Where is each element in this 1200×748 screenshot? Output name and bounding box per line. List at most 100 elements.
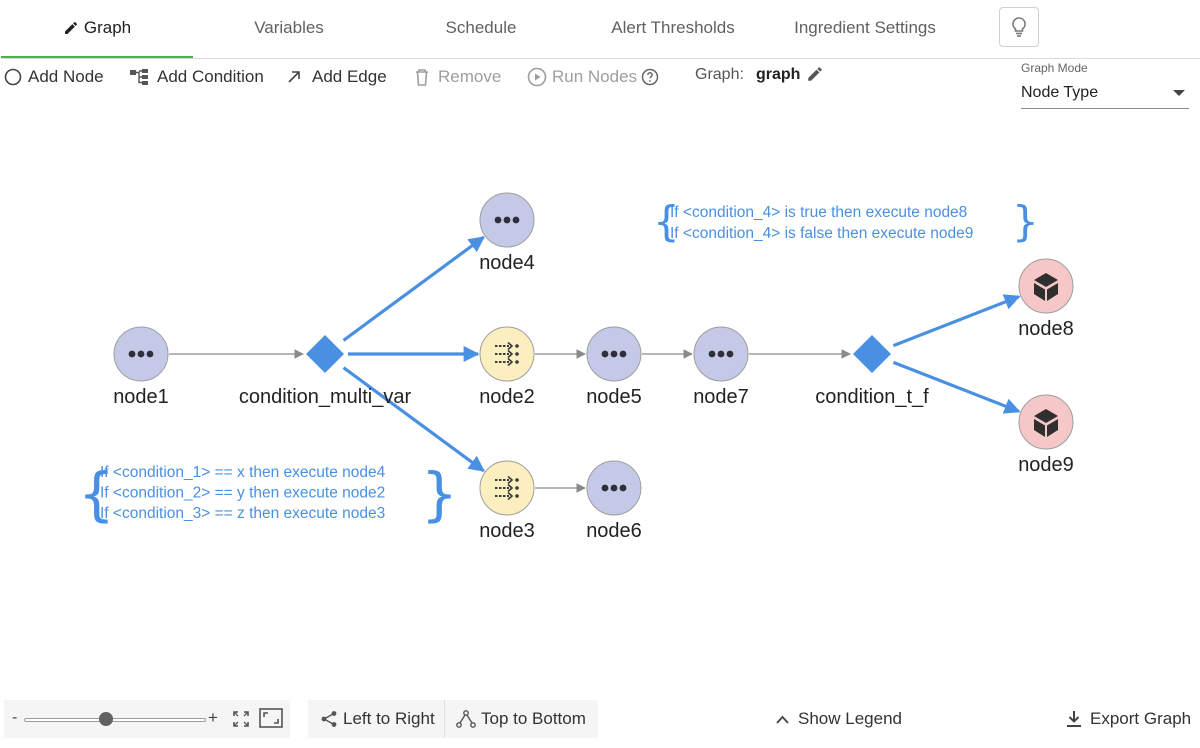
zoom-slider-thumb[interactable] [98, 712, 113, 726]
chevron-up-icon [776, 715, 789, 724]
pencil-icon [64, 21, 77, 34]
tab-graph[interactable]: Graph [1, 0, 193, 58]
graph-edge[interactable] [892, 360, 1021, 414]
graph-node-node5[interactable]: node5 [586, 326, 642, 408]
graph-canvas[interactable]: node1 condition_multi_var node4 node2 node3 n… [0, 0, 1200, 700]
graph-edge[interactable] [342, 235, 485, 342]
left-to-right-label: Left to Right [343, 709, 435, 728]
graph-node-condition_multi_var[interactable]: condition_multi_var [239, 335, 412, 408]
condition-diamond [853, 335, 891, 373]
more-horizontal-icon [601, 350, 627, 358]
add-edge-button[interactable]: Add Edge [286, 64, 387, 90]
remove-label: Remove [438, 67, 502, 86]
annotation-line: If <condition_4> is false then execute n… [670, 225, 973, 242]
tab-schedule[interactable]: Schedule [385, 0, 577, 56]
annotation-brace-left: { [78, 460, 115, 528]
graph-node-node7[interactable]: node7 [693, 326, 749, 408]
graph-name-label: Graph: [695, 66, 744, 83]
node-label: node9 [1018, 454, 1074, 476]
frame-view-icon[interactable] [259, 708, 283, 728]
annotation-line: If <condition_3> == z then execute node3 [100, 505, 385, 522]
more-horizontal-icon [128, 350, 154, 358]
top-to-bottom-label: Top to Bottom [481, 709, 586, 728]
layout-direction-group: Left to Right Top to Bottom [308, 700, 598, 738]
graph-name: graph [756, 66, 801, 83]
show-legend-button[interactable]: Show Legend [776, 700, 902, 738]
tab-label: Alert Thresholds [611, 18, 735, 37]
tab-bar: Graph Variables Schedule Alert Threshold… [0, 0, 1200, 59]
top-to-bottom-button[interactable]: Top to Bottom [456, 700, 586, 738]
node-label: node7 [693, 386, 749, 408]
tab-alert-thresholds[interactable]: Alert Thresholds [577, 0, 769, 56]
cube-icon [1034, 273, 1058, 301]
more-horizontal-icon [601, 484, 627, 492]
tab-label: Schedule [445, 18, 517, 37]
node-label: node5 [586, 386, 642, 408]
graph-node-condition_t_f[interactable]: condition_t_f [815, 335, 929, 408]
arrow-up-right-icon [288, 71, 300, 83]
run-nodes-button[interactable]: Run Nodes [527, 64, 637, 90]
annotation-brace-right: } [421, 460, 458, 528]
zoom-out-button[interactable]: - [12, 709, 18, 726]
play-circle-icon [527, 67, 547, 87]
annotation-brace-left: { [653, 197, 680, 246]
add-condition-label: Add Condition [157, 67, 264, 86]
node-label: condition_multi_var [239, 386, 412, 408]
tab-label: Variables [254, 18, 324, 37]
graph-node-node1[interactable]: node1 [113, 326, 169, 408]
export-graph-label: Export Graph [1090, 709, 1192, 728]
add-node-button[interactable]: Add Node [4, 64, 104, 90]
node-label: node6 [586, 520, 642, 542]
graph-mode-select[interactable]: Node Type [1021, 79, 1189, 109]
graph-edge[interactable] [892, 294, 1021, 348]
fit-to-screen-icon[interactable] [232, 710, 250, 728]
merge-lines-icon [495, 475, 519, 501]
zoom-controls: - + [4, 700, 290, 738]
share-icon [321, 711, 337, 727]
annotation-line: If <condition_4> is true then execute no… [670, 204, 967, 221]
zoom-in-button[interactable]: + [208, 708, 218, 727]
node-label: condition_t_f [815, 386, 929, 408]
graph-node-node6[interactable]: node6 [586, 460, 642, 542]
remove-button[interactable]: Remove [414, 64, 501, 90]
chevron-down-icon [1173, 90, 1185, 96]
annotation-brace-right: } [1012, 197, 1039, 246]
circle-outline-icon [4, 68, 22, 86]
graph-edge[interactable] [342, 366, 485, 473]
more-horizontal-icon [494, 216, 520, 224]
hierarchy-icon [456, 710, 476, 728]
help-circle-icon [641, 68, 659, 86]
tab-variables[interactable]: Variables [193, 0, 385, 56]
merge-lines-icon [495, 341, 519, 367]
download-icon [1067, 711, 1081, 727]
graph-node-node8[interactable]: node8 [1018, 258, 1074, 340]
lightbulb-icon [1012, 17, 1026, 37]
trash-icon [416, 69, 428, 86]
run-nodes-help[interactable] [641, 64, 659, 90]
annotation-line: If <condition_1> == x then execute node4 [100, 464, 386, 481]
add-edge-label: Add Edge [312, 67, 387, 86]
annotation-line: If <condition_2> == y then execute node2 [100, 485, 385, 502]
node-label: node2 [479, 386, 535, 408]
divider [444, 700, 445, 738]
tab-label: Ingredient Settings [794, 18, 936, 37]
node-label: node4 [479, 252, 535, 274]
tab-ingredient-settings[interactable]: Ingredient Settings [769, 0, 961, 56]
graph-node-node4[interactable]: node4 [479, 192, 535, 274]
tree-structure-icon [130, 69, 148, 85]
graph-node-node2[interactable]: node2 [479, 326, 535, 408]
left-to-right-button[interactable]: Left to Right [320, 700, 435, 738]
graph-node-node3[interactable]: node3 [479, 460, 535, 542]
edit-graph-name-icon[interactable] [806, 65, 824, 83]
node-label: node8 [1018, 318, 1074, 340]
add-condition-button[interactable]: Add Condition [129, 64, 264, 90]
graph-mode-label: Graph Mode [1021, 61, 1088, 75]
zoom-slider-track[interactable] [24, 718, 206, 722]
bottom-bar: - + Left to Right [0, 700, 1200, 740]
export-graph-button[interactable]: Export Graph [1066, 700, 1191, 738]
node-label: node3 [479, 520, 535, 542]
tips-button[interactable] [999, 7, 1039, 47]
tab-label: Graph [83, 18, 132, 37]
add-node-label: Add Node [28, 67, 104, 86]
graph-node-node9[interactable]: node9 [1018, 394, 1074, 476]
